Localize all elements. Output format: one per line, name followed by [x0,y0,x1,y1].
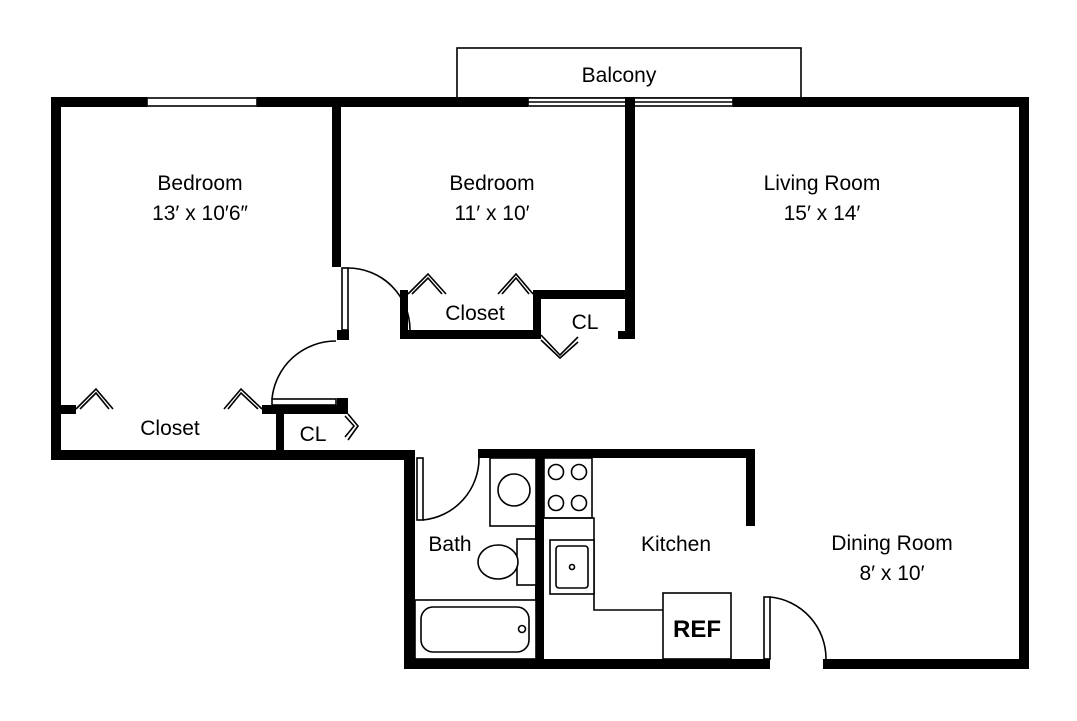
refrigerator [662,592,732,660]
bedroom-2-dimensions: 11′ x 10′ [454,202,529,225]
kitchen-fixtures: REF [543,457,732,660]
dining-room-dimensions: 8′ x 10′ [859,562,924,585]
toilet-tank [516,538,537,586]
bifold-doors [75,272,579,441]
refrigerator-label: REF [673,616,721,643]
toilet-bowl [477,544,519,580]
balcony [456,47,802,99]
bedroom-1-dimensions: 13′ x 10′6″ [152,202,248,225]
closet-2-label: Closet [445,302,505,325]
dining-room-label: Dining Room [831,532,952,555]
living-room-dimensions: 15′ x 14′ [784,202,861,225]
closet-1-label: Closet [140,417,200,440]
bath-label: Bath [428,533,471,556]
doors [271,267,827,660]
exterior-walls [51,97,1029,669]
cl-1-label: CL [300,423,327,446]
living-room-label: Living Room [764,172,881,195]
cl-2-label: CL [572,311,599,334]
bathtub [414,599,537,660]
bedroom-2-label: Bedroom [449,172,534,195]
kitchen-sink [549,539,595,595]
interior-walls [51,97,755,669]
bath-fixtures [414,457,537,660]
windows [146,97,734,107]
balcony-label: Balcony [582,64,657,87]
bedroom-1-label: Bedroom [157,172,242,195]
kitchen-label: Kitchen [641,533,711,556]
